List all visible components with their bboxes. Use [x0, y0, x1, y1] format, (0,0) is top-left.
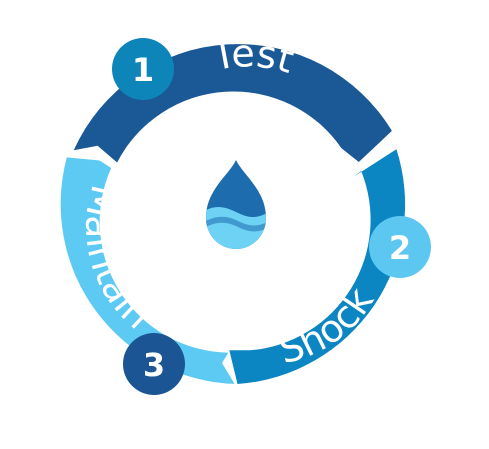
step-2-badge: 2: [369, 216, 431, 278]
svg-text:1: 1: [132, 51, 154, 89]
step-3-label: Maintain: [77, 181, 160, 337]
step-1-badge: 1: [112, 38, 174, 100]
step-2-shock-segment: [229, 149, 406, 384]
step-2-label: Shock: [274, 280, 381, 373]
water-drop-icon: [206, 160, 266, 249]
step-1-label: Test: [208, 31, 299, 82]
step-3-badge: 3: [123, 333, 185, 395]
svg-text:2: 2: [389, 229, 411, 267]
svg-text:3: 3: [143, 346, 165, 384]
